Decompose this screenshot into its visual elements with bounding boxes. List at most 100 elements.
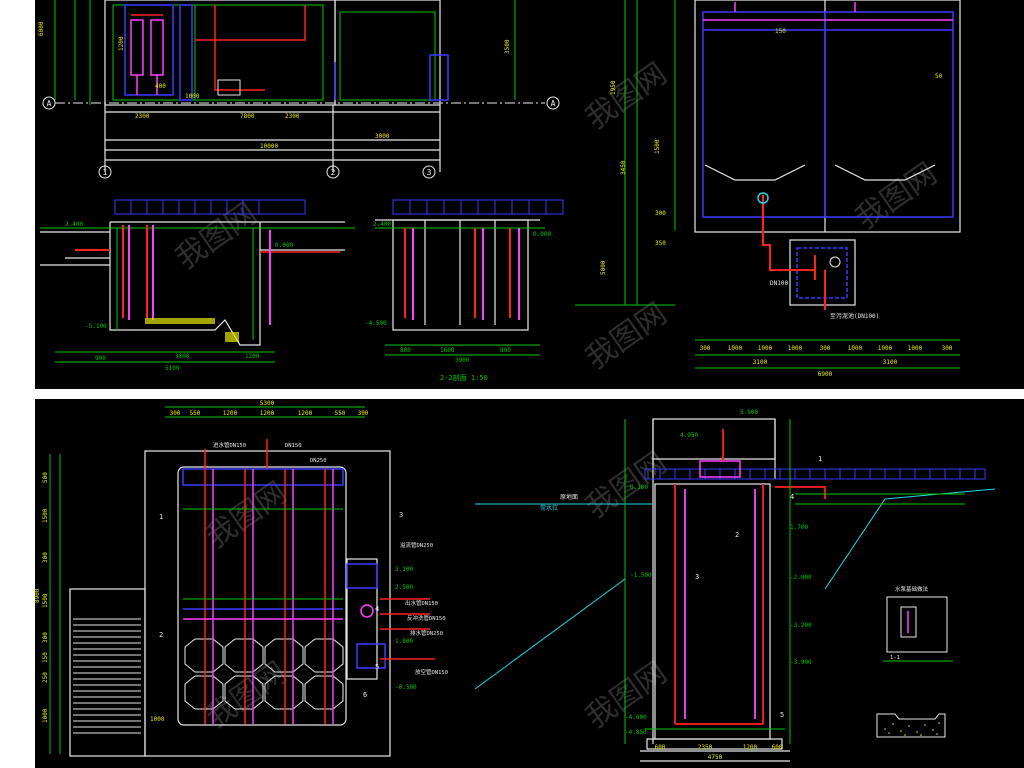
section2-dim-c: 800 <box>500 347 511 354</box>
filter-top-total: 5300 <box>260 400 275 407</box>
section1-level-bottom: -5.100 <box>85 323 107 330</box>
section-2: 2.400 0.000 -4.500 800 1600 800 3900 2-2… <box>365 199 564 382</box>
axis-label: 3 <box>427 168 432 177</box>
axis-label: 1 <box>103 168 108 177</box>
section2-dim-a: 800 <box>400 347 411 354</box>
pump-level: 0.100 <box>630 484 648 491</box>
tank-pipe-label: DN100 <box>770 280 788 287</box>
filter-level: -0.500 <box>395 684 417 691</box>
pump-base-detail: 1-1 水泵基础做法 <box>876 585 953 738</box>
pump-ground-label: 原地面 <box>560 493 578 501</box>
pump-bottom-dim: 600 <box>772 744 783 751</box>
plan-dim-1000: 1000 <box>185 93 200 100</box>
axis-label: 2 <box>331 168 336 177</box>
pump-level: -4.600 <box>625 714 647 721</box>
plan-dim-6000: 6000 <box>38 21 45 36</box>
filter-left-dim: 300 <box>42 552 49 563</box>
filter-pipe-label: 溢流管DN250 <box>400 541 433 549</box>
filter-left-dim: 300 <box>42 632 49 643</box>
pump-level: -2.000 <box>790 574 812 581</box>
tank-dim-50: 50 <box>935 73 943 80</box>
tank-bottom-dim: 1000 <box>758 345 773 352</box>
tank-dim-150: 150 <box>775 28 786 35</box>
filter-number: 4 <box>375 605 379 613</box>
pump-bottom-dim: 1200 <box>743 744 758 751</box>
filter-top-dim: 300 <box>170 410 181 417</box>
axis-label: A <box>47 99 52 108</box>
pump-level: -3.200 <box>790 622 812 629</box>
tank-bottom-dim: 1000 <box>728 345 743 352</box>
plan-dim-1200: 1200 <box>118 36 125 51</box>
plan-dim-3000: 3000 <box>375 133 390 140</box>
drawing-sheet-top: 我图网 我图网 我图网 我图网 <box>35 0 1024 389</box>
filter-top-dim: 550 <box>190 410 201 417</box>
tank-bottom-dim: 300 <box>700 345 711 352</box>
plan-dim-2300b: 2300 <box>285 113 300 120</box>
pump-level: 4.950 <box>680 432 698 439</box>
section1-dim-c: 1200 <box>245 353 260 360</box>
pump-water-level: 常水位 <box>540 504 558 512</box>
pump-number: 2 <box>735 531 739 539</box>
plan-dim-3500: 3500 <box>504 39 511 54</box>
tank-total: 6900 <box>818 371 833 378</box>
tank-bottom-dim: 300 <box>820 345 831 352</box>
section1-dim-b: 3000 <box>175 353 190 360</box>
tank-dim-1950: 1950 <box>610 80 617 95</box>
filter-left-dim: 250 <box>42 672 49 683</box>
pump-detail-label: 1-1 <box>890 655 900 661</box>
section2-level-ground: 0.000 <box>533 231 551 238</box>
section2-dim-b: 1600 <box>440 347 455 354</box>
tank-section: 1950 3450 5000 1500 300 350 50 150 300 1… <box>575 0 961 378</box>
filter-level: 1.800 <box>395 638 413 645</box>
pump-bottom-dim: 600 <box>655 744 666 751</box>
pump-base-note: 水泵基础做法 <box>895 585 929 593</box>
filter-pipe-label: 反冲洗管DN150 <box>407 614 446 622</box>
tank-bottom-dim: 1000 <box>788 345 803 352</box>
pump-section: 5.900 4.950 1.700 0.100 -1.500 -2.000 -3… <box>474 409 996 762</box>
watermark-text: 我图网 <box>580 56 674 136</box>
tank-dim-1500: 1500 <box>654 139 661 154</box>
tank-bottom-dim: 1000 <box>848 345 863 352</box>
filter-number: 1 <box>159 513 163 521</box>
axis-label: A <box>551 99 556 108</box>
section2-title: 2-2剖面 1:50 <box>440 373 488 382</box>
filter-top-dim: 1200 <box>260 410 275 417</box>
drawing-sheet-bottom: 我图网 我图网 我图网 我图网 <box>35 399 1024 768</box>
pump-number: 5 <box>780 711 784 719</box>
plan-view: 2300 7800 2300 3000 10000 6000 3500 1200… <box>38 0 560 179</box>
tank-dim-350: 350 <box>655 240 666 247</box>
filter-pipe-label: DN250 <box>310 458 327 464</box>
filter-left-dim: 150 <box>42 652 49 663</box>
tank-dim-5000: 5000 <box>600 260 607 275</box>
filter-top-dim: 300 <box>358 410 369 417</box>
pump-bottom-total: 4750 <box>708 754 723 761</box>
pump-level: 5.900 <box>740 409 758 416</box>
filter-level: 3.100 <box>395 566 413 573</box>
tank-bottom-dim: 1000 <box>878 345 893 352</box>
filter-plan: 300 550 1200 1200 1200 550 300 5300 500 … <box>35 400 448 757</box>
filter-pipe-label: 排水管DN250 <box>410 629 443 637</box>
section-1: 2.400 0.000 -5.100 5100 900 3000 1200 <box>40 199 355 372</box>
tank-pipe-note: 至污泥池(DN100) <box>830 312 879 320</box>
filter-left-dim: 500 <box>42 472 49 483</box>
pump-level: 1.700 <box>790 524 808 531</box>
filter-number: 6 <box>363 691 367 699</box>
section1-dim-a: 900 <box>95 355 106 362</box>
filter-left-total: 8900 <box>35 588 41 603</box>
filter-pipe-label: 放空管DN150 <box>415 668 448 676</box>
section1-level-top: 2.400 <box>65 221 83 228</box>
cad-drawing-top: 我图网 我图网 我图网 我图网 <box>38 0 961 382</box>
pump-level: -4.850 <box>625 729 647 736</box>
watermark-text: 我图网 <box>580 296 674 376</box>
pump-level: -1.500 <box>630 572 652 579</box>
filter-left-dim: 1500 <box>42 593 49 608</box>
section2-level-top: 2.400 <box>373 221 391 228</box>
tank-subtotal: 3100 <box>753 359 768 366</box>
pump-number: 3 <box>695 573 699 581</box>
tank-subtotal: 3100 <box>883 359 898 366</box>
section1-dim-total: 5100 <box>165 365 180 372</box>
plan-dim-400: 400 <box>155 83 166 90</box>
watermark-text: 我图网 <box>170 196 264 276</box>
section2-dim-total: 3900 <box>455 357 470 364</box>
filter-number: 2 <box>159 631 163 639</box>
